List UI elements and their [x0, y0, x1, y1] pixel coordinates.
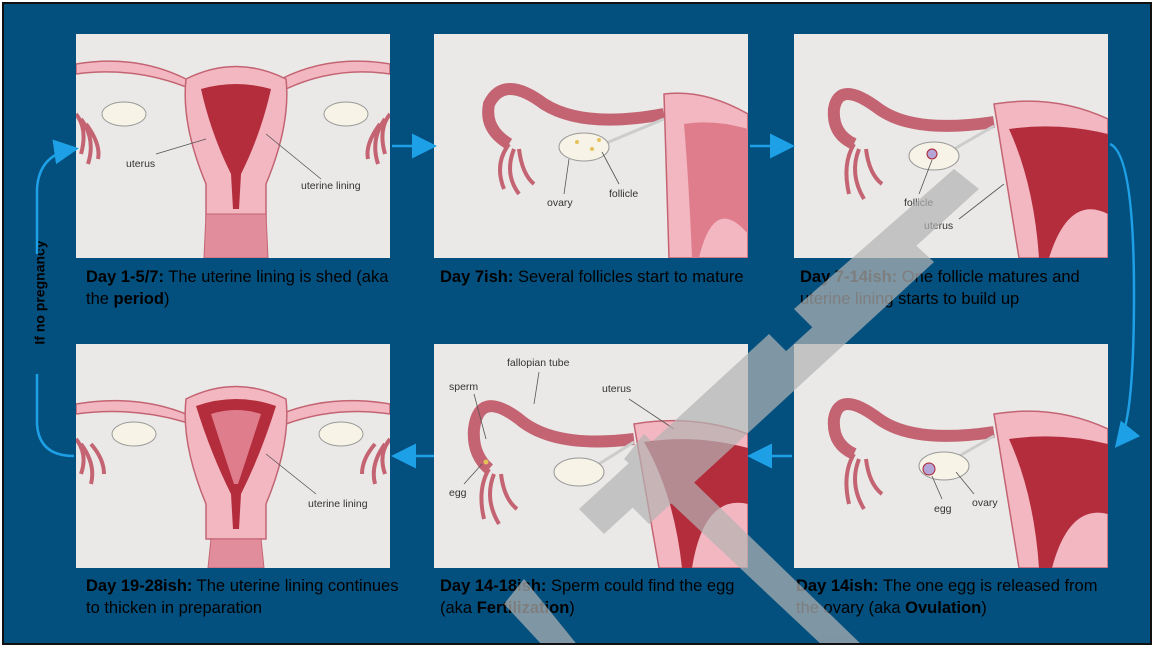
caption-end: ) [981, 599, 987, 617]
panel-day-14: egg ovary [794, 344, 1108, 568]
label-uterus: uterus [126, 158, 155, 170]
label-sperm: sperm [449, 381, 478, 393]
caption-text: Several follicles start to mature [513, 268, 743, 286]
label-ovary: ovary [547, 197, 573, 209]
caption-bold-term: period [114, 290, 164, 308]
caption-day-7-14: Day 7-14ish: One follicle matures and ut… [800, 266, 1118, 310]
label-uterine-lining: uterine lining [301, 180, 361, 192]
label-ovary: ovary [972, 497, 998, 509]
caption-day-19-28: Day 19-28ish: The uterine lining continu… [86, 575, 404, 619]
caption-day-7: Day 7ish: Several follicles start to mat… [440, 266, 758, 288]
caption-day-14-18: Day 14-18ish: Sperm could find the egg (… [440, 575, 758, 619]
label-egg: egg [449, 487, 467, 499]
caption-bold: Day 14-18ish: [440, 577, 546, 595]
panel-day-7: ovary follicle [434, 34, 748, 258]
caption-bold: Day 7ish: [440, 268, 513, 286]
panel-day-1-5: uterus uterine lining [76, 34, 390, 258]
label-egg: egg [934, 503, 952, 515]
panel-day-14-18: fallopian tube sperm uterus egg [434, 344, 748, 568]
label-fallopian-tube: fallopian tube [507, 357, 570, 369]
caption-end: ) [569, 599, 575, 617]
label-uterine-lining: uterine lining [308, 498, 368, 510]
panel-day-19-28: uterine lining [76, 344, 390, 568]
caption-bold: Day 14ish: [796, 577, 879, 595]
caption-bold: Day 7-14ish: [800, 268, 897, 286]
side-label-container: If no pregnancy [10, 254, 70, 354]
caption-bold: Day 1-5/7: [86, 268, 164, 286]
label-uterus: uterus [924, 220, 953, 232]
caption-day-1-5: Day 1-5/7: The uterine lining is shed (a… [86, 266, 404, 310]
label-uterus: uterus [602, 383, 631, 395]
side-label: If no pregnancy [32, 238, 49, 348]
label-follicle: follicle [904, 197, 933, 209]
caption-end: ) [164, 290, 170, 308]
caption-bold-term: Fertilization [477, 599, 570, 617]
arrow-loop-left-bottom [37, 374, 74, 456]
caption-day-14: Day 14ish: The one egg is released from … [796, 575, 1114, 619]
caption-bold-term: Ovulation [905, 599, 981, 617]
label-follicle: follicle [609, 188, 638, 200]
panel-day-7-14: follicle uterus [794, 34, 1108, 258]
caption-bold: Day 19-28ish: [86, 577, 192, 595]
